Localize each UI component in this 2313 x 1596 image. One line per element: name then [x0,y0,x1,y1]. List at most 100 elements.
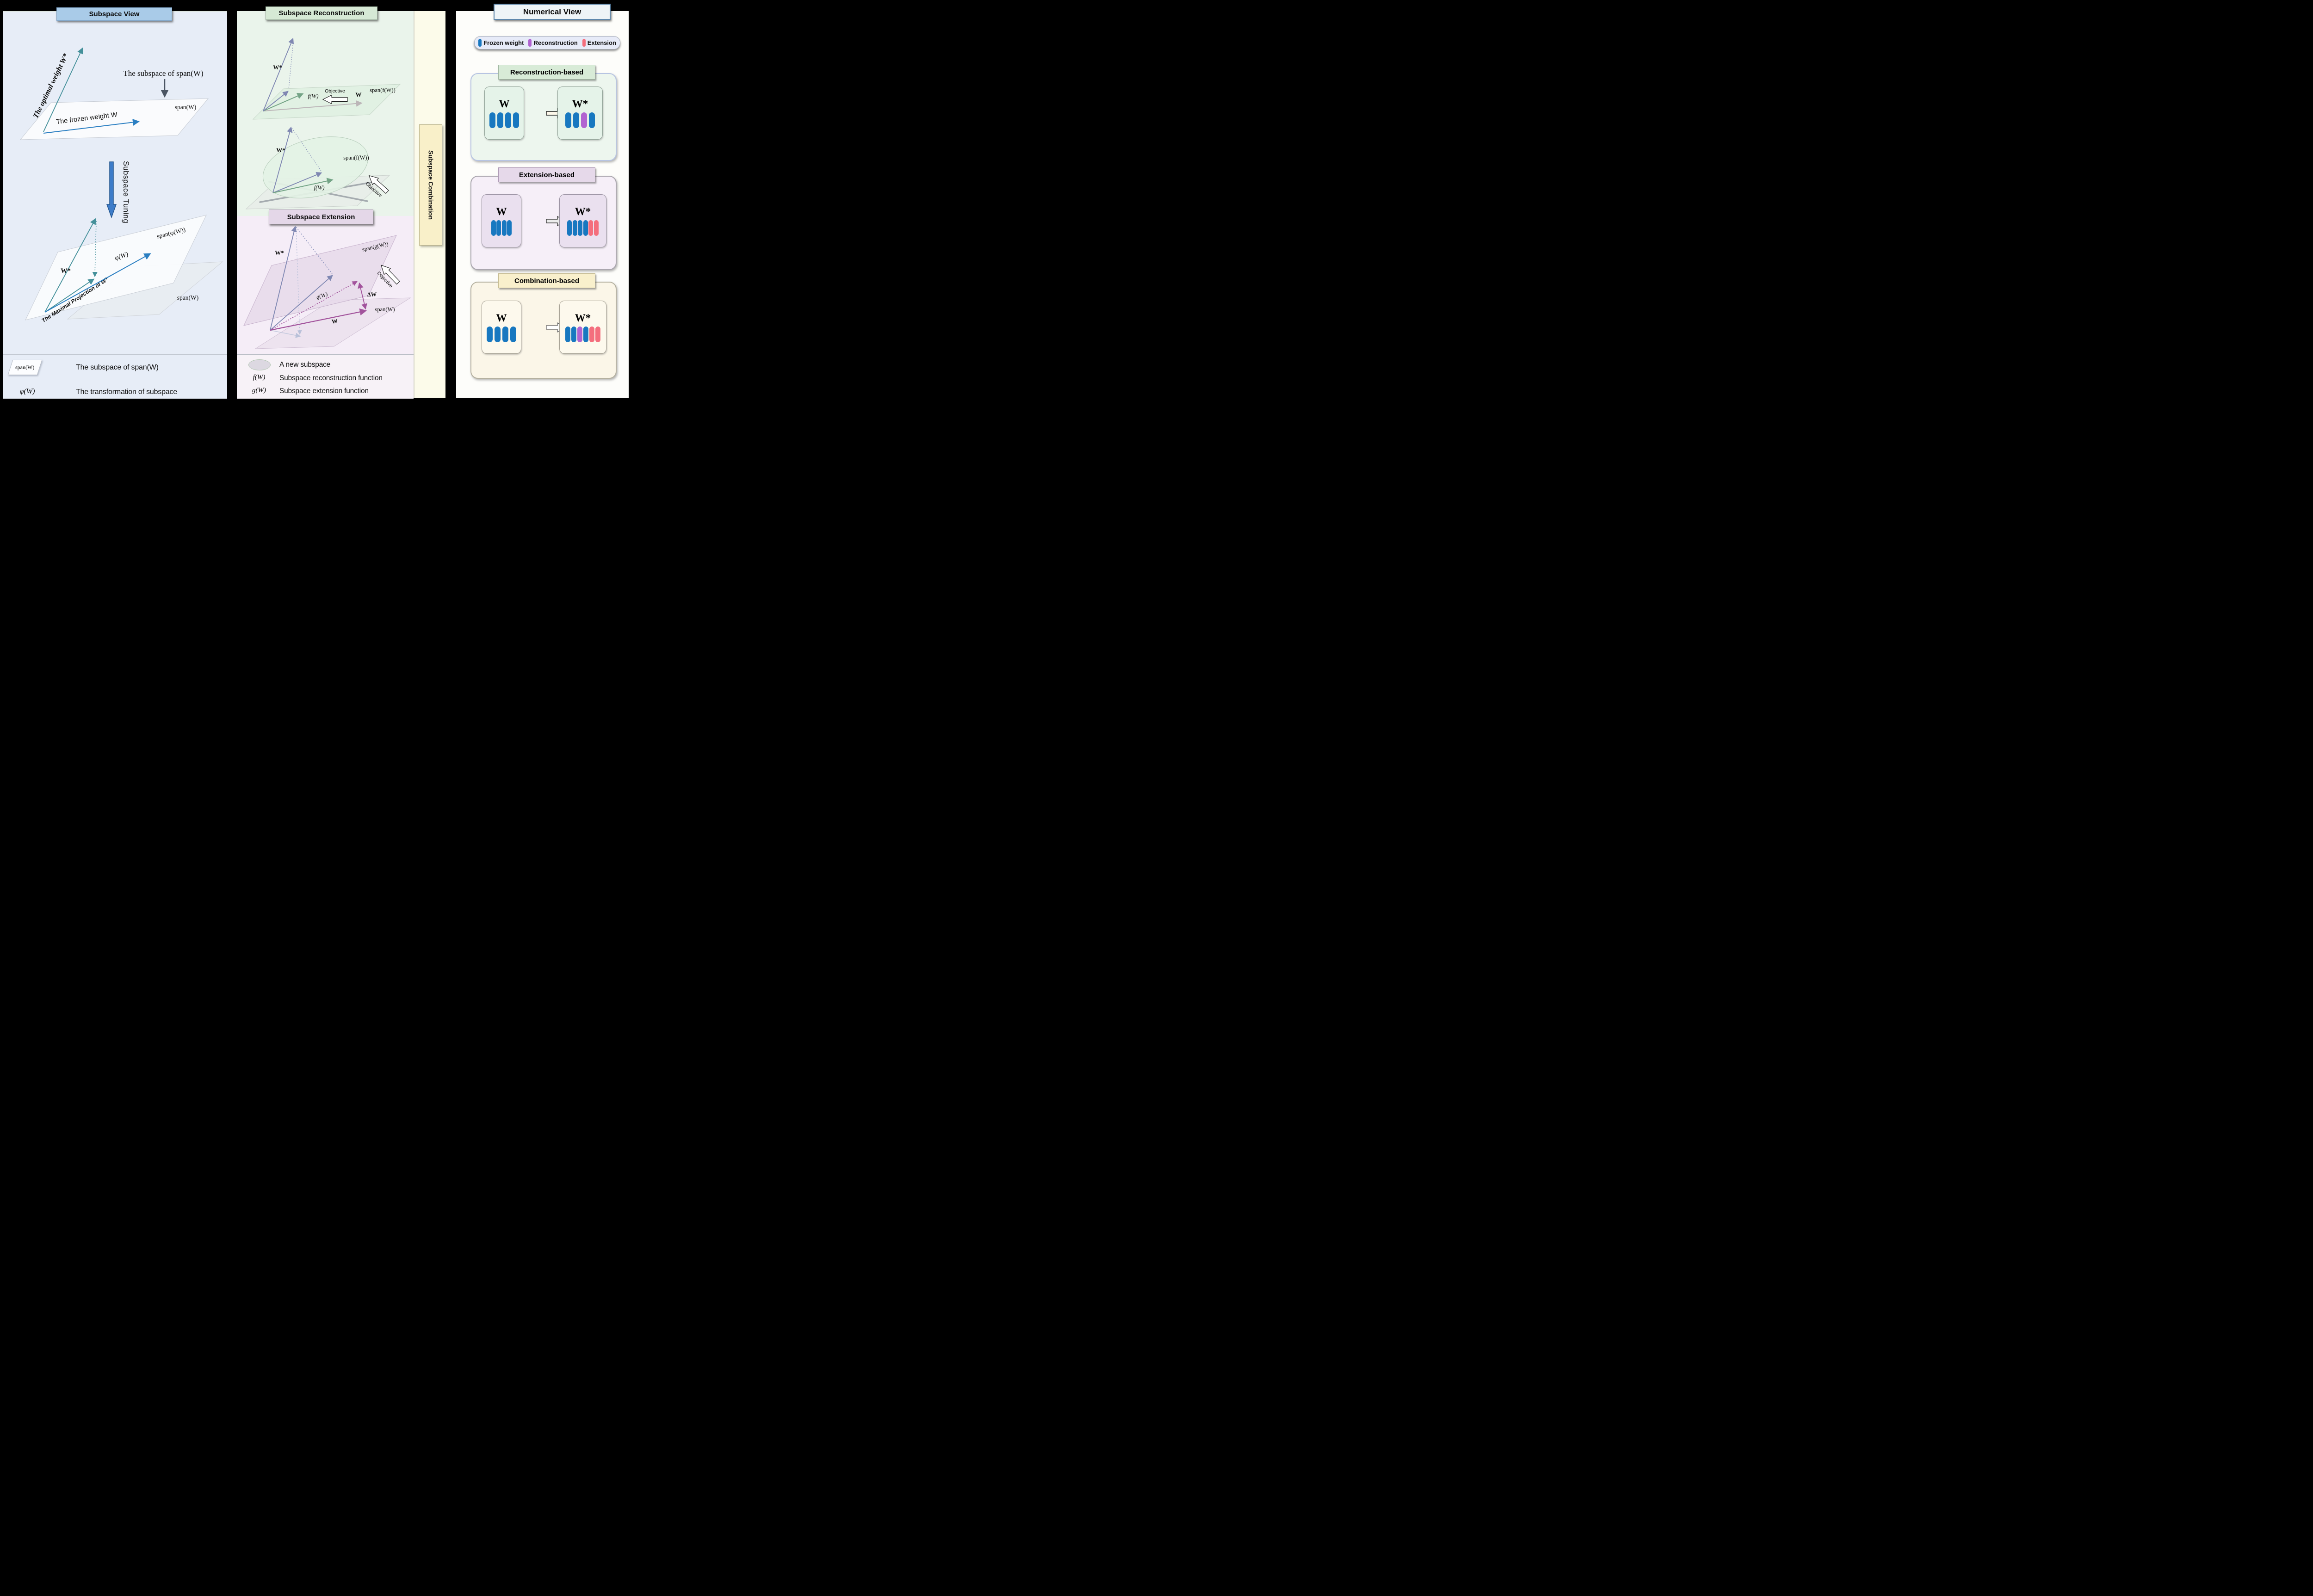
numerical-view-title: Numerical View [494,4,611,20]
extension-based-title: Extension-based [498,167,595,182]
f-w-vector [263,93,304,111]
w-star-label: W* [276,147,285,154]
weight-pill-frozen_blue [565,112,571,128]
numerical-view-title-label: Numerical View [523,7,581,16]
middle-content: Subspace Reconstruction W* f(W) W span(f… [237,6,414,399]
legend-item-label: Frozen weight [483,39,524,46]
new-subspace-legend-icon [248,359,271,370]
subspace-view-title: Subspace View [56,7,172,21]
w-star-vector [272,126,293,193]
w-star-label: W* [572,98,588,110]
subspace-view-title-label: Subspace View [89,10,140,18]
numerical-legend: Frozen weight Reconstruction Extension [474,36,620,49]
w-box: W [482,194,521,247]
new-subspace-ellipse-group [262,136,369,198]
legend-item: Reconstruction [528,39,578,47]
weight-pill-frozen_blue [572,220,577,236]
reconstruction-fig1: W* f(W) W span(f(W)) Objective [252,37,401,120]
projection-dotted-line [92,221,98,277]
new-subspace-ellipse [262,136,369,198]
subspace-tuning-arrow-icon [106,161,117,219]
w-star-box: W* [557,86,603,140]
weight-pill-frozen_blue [489,112,495,128]
weight-pill-frozen_blue [502,326,508,342]
w-label: W [496,205,507,217]
weight-pill-frozen_blue [513,112,519,128]
subspace-combination-strip: Subspace Combination [414,11,445,398]
phi-legend-symbol: φ(W) [19,388,35,395]
w-label: W [496,312,507,324]
g-w-label: g(W) [315,291,328,300]
weight-pills [487,326,516,342]
w-vector [270,308,367,331]
weight-pill-frozen_blue [507,220,512,236]
span-w-back-label: span(W) [177,294,198,301]
g-w-legend-symbol: g(W) [252,387,266,394]
span-f-w-label: span(f(W)) [343,154,369,161]
legend-item: Extension [582,39,616,47]
w-star-label: W* [273,64,282,71]
reconstruction-fig2: W* f(W) span(f(W)) Objective [245,126,390,210]
projection-vector [272,172,322,193]
middle-panel: Subspace Reconstruction W* f(W) W span(f… [237,6,445,399]
weight-pill-reconstruction_purple [581,112,587,128]
subspace-view-bottom-diagram: span(φ(W)) span(W) W* The Maximal Projec… [25,215,223,324]
left-legend-divider [3,354,227,355]
w-star-box: W* [559,301,606,354]
subspace-combination-label: Subspace Combination [427,150,434,220]
projection-vector [263,91,289,111]
f-w-label: f(W) [308,92,318,99]
w-label: W [331,317,338,325]
phi-w-vector [44,253,151,313]
weight-pill-reconstruction_purple [577,326,582,342]
middle-legend-row1-text: A new subspace [279,361,331,369]
span-w-label: span(W) [375,306,395,313]
legend-color-capsule-icon [528,39,532,47]
extension-based-title-label: Extension-based [519,171,575,179]
w-star-vector [44,218,96,313]
w-star-vector [263,37,294,111]
legend-color-capsule-icon [582,39,586,47]
w-box: W [484,86,524,140]
combination-based-title-label: Combination-based [514,277,579,285]
w-star-label: W* [61,267,71,275]
span-w-plane-label: span(W) [175,104,196,111]
w-box: W [482,301,521,354]
weight-pill-frozen_blue [505,112,511,128]
pale-inplane-vector [270,330,301,338]
delta-w-vector [358,282,367,310]
subspace-view-panel: Subspace View The optimal weight W* The … [3,7,227,399]
weight-pill-frozen_blue [583,326,588,342]
left-legend-row2-text: The transformation of subspace [76,388,178,396]
span-f-w-label: span(f(W)) [370,87,396,93]
weight-pill-frozen_blue [583,220,588,236]
optimal-weight-vector [43,47,83,132]
weight-pill-extension_red [588,220,594,236]
w-star-label: W* [575,312,591,324]
span-w-plane [254,297,411,349]
inplane-projection-vector [270,275,333,331]
subspace-pointer-label: The subspace of span(W) [123,69,203,78]
combination-based-card: Combination-based W W* [470,273,617,379]
objective-arrow-icon [322,94,348,105]
legend-color-capsule-icon [478,39,482,47]
span-w-legend-icon-label: span(W) [15,364,35,370]
reconstruction-based-title-label: Reconstruction-based [510,68,584,76]
middle-legend-row3-text: Subspace extension function [279,387,369,395]
weight-pill-frozen_blue [589,112,595,128]
w-star-label: W* [275,249,284,256]
w-star-dotted [291,128,322,172]
weight-pill-frozen_blue [571,326,576,342]
weight-pill-frozen_blue [510,326,516,342]
w-star-vector [270,226,297,331]
delta-w-label: ΔW [367,291,377,298]
weight-pill-extension_red [594,220,599,236]
weight-pill-frozen_blue [491,220,496,236]
extension-based-card: Extension-based W W* [470,167,617,270]
subspace-reconstruction-title: Subspace Reconstruction [266,6,377,20]
weight-pill-frozen_blue [565,326,570,342]
max-projection-vector [44,278,95,313]
subspace-combination-box: Subspace Combination [419,124,442,246]
w-label: W [499,98,510,110]
combination-based-title: Combination-based [498,273,595,288]
